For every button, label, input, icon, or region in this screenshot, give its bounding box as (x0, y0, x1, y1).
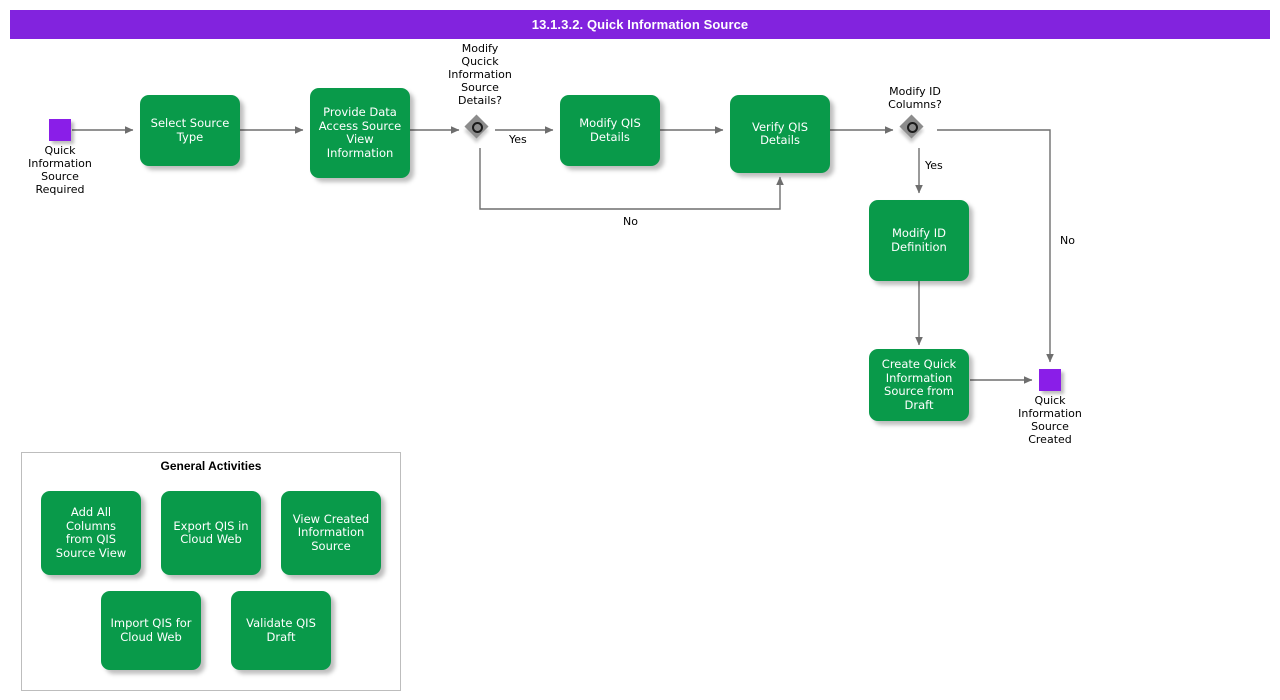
task-create-qis-from-draft-label: Create Quick Information Source from Dra… (881, 357, 957, 412)
gateway-modify-qis-details[interactable] (464, 114, 495, 145)
task-create-quick-information-source-from-draft[interactable]: Create Quick Information Source from Dra… (869, 349, 969, 421)
start-event-label: Quick Information Source Required (28, 144, 92, 196)
general-activities-title: General Activities (160, 459, 262, 473)
task-verify-qis-details[interactable]: Verify QIS Details (730, 95, 830, 173)
task-select-source-type[interactable]: Select Source Type (140, 95, 240, 166)
task-import-qis-for-cloud-web[interactable]: Import QIS for Cloud Web (101, 591, 201, 670)
edge-label-gateway1-no: No (623, 215, 638, 228)
edge-label-gateway1-yes: Yes (509, 133, 527, 146)
gateway-modify-id-columns[interactable] (899, 114, 930, 145)
task-add-all-columns-from-qis-source-view[interactable]: Add All Columns from QIS Source View (41, 491, 141, 575)
task-provide-data-access-label: Provide Data Access Source View Informat… (318, 105, 402, 160)
task-add-all-columns-label: Add All Columns from QIS Source View (55, 505, 127, 560)
task-modify-id-definition-label: Modify ID Definition (891, 226, 947, 254)
gateway-event-ring-icon (471, 121, 483, 133)
gateway-event-ring-icon (906, 121, 918, 133)
start-event-quick-information-source-required[interactable] (49, 119, 71, 141)
task-verify-qis-details-label: Verify QIS Details (751, 119, 809, 147)
task-view-created-information-source-label: View Created Information Source (292, 511, 370, 553)
edge-label-gateway2-yes: Yes (925, 159, 943, 172)
diagram-title-bar: 13.1.3.2. Quick Information Source (10, 10, 1270, 39)
task-view-created-information-source[interactable]: View Created Information Source (281, 491, 381, 575)
gateway-modify-id-columns-label: Modify ID Columns? (888, 85, 942, 111)
task-provide-data-access-source-view-information[interactable]: Provide Data Access Source View Informat… (310, 88, 410, 178)
task-export-qis-label: Export QIS in Cloud Web (173, 518, 249, 546)
edge-label-gateway2-no: No (1060, 234, 1075, 247)
task-import-qis-label: Import QIS for Cloud Web (110, 616, 192, 644)
task-validate-qis-draft[interactable]: Validate QIS Draft (231, 591, 331, 670)
general-activities-panel: General Activities Add All Columns from … (21, 452, 401, 691)
end-event-quick-information-source-created[interactable] (1039, 369, 1061, 391)
end-event-label: Quick Information Source Created (1018, 394, 1082, 446)
task-modify-id-definition[interactable]: Modify ID Definition (869, 200, 969, 281)
task-modify-qis-details-label: Modify QIS Details (579, 116, 641, 144)
task-select-source-type-label: Select Source Type (150, 116, 230, 144)
task-modify-qis-details[interactable]: Modify QIS Details (560, 95, 660, 166)
page-title: 13.1.3.2. Quick Information Source (531, 17, 749, 32)
gateway-modify-qis-details-label: Modify Qucick Information Source Details… (448, 42, 512, 107)
task-validate-qis-draft-label: Validate QIS Draft (246, 616, 316, 644)
task-export-qis-in-cloud-web[interactable]: Export QIS in Cloud Web (161, 491, 261, 575)
